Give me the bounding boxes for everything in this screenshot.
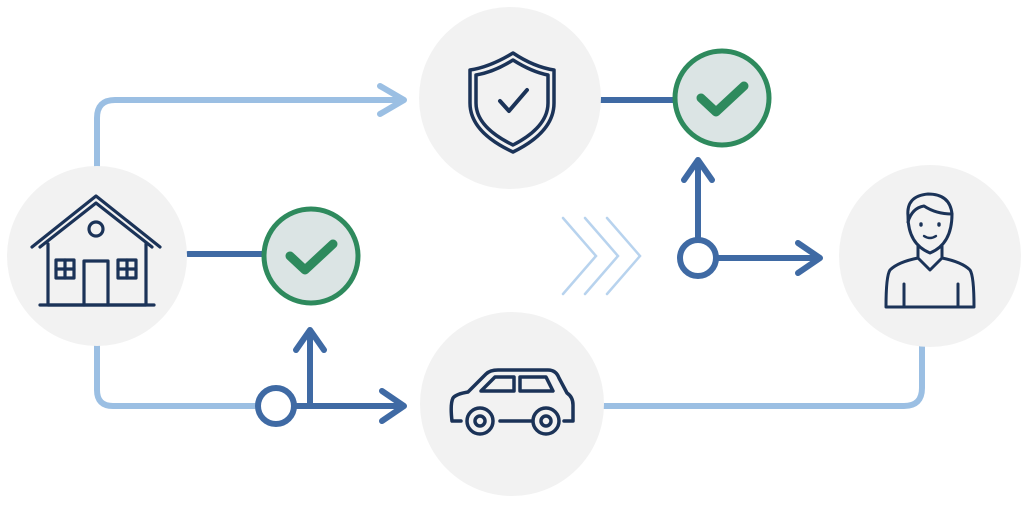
connectors	[94, 83, 925, 424]
arrowhead-check-right	[681, 157, 715, 183]
checkpoint-protection-approved	[672, 48, 772, 148]
node-vehicle	[420, 312, 604, 496]
shield-check-icon	[468, 51, 556, 154]
arrowhead-vehicle	[379, 388, 407, 424]
check-icon	[285, 239, 338, 275]
junction-node-left	[255, 385, 297, 427]
node-protection	[419, 7, 601, 189]
arrowhead-person	[795, 240, 823, 276]
arrowhead-check-left	[293, 327, 327, 353]
chevrons-right-icon	[561, 216, 642, 296]
node-person	[839, 165, 1021, 347]
junction-node-right	[677, 237, 719, 279]
check-icon	[696, 81, 749, 117]
node-home	[7, 166, 187, 346]
arrowhead-protection	[377, 83, 407, 117]
checkpoint-home-approved	[261, 206, 361, 306]
car-icon	[449, 368, 575, 436]
house-icon	[30, 194, 162, 307]
connector-vehicle-to-person	[597, 335, 925, 409]
connector-home-to-vehicle	[94, 341, 263, 409]
person-icon	[884, 192, 976, 309]
connector-home-to-protection	[94, 97, 403, 171]
